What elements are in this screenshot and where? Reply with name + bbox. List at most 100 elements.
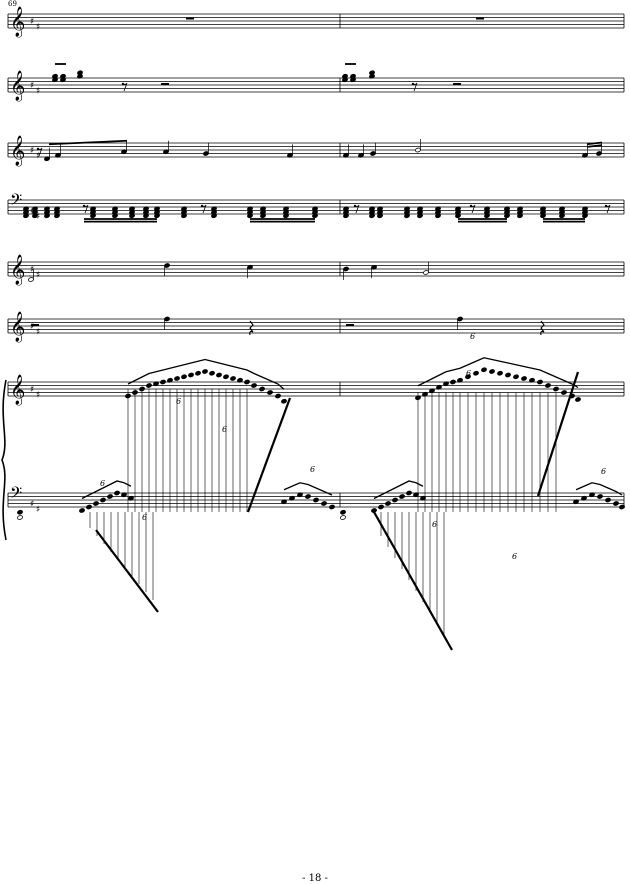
- note: [435, 206, 441, 212]
- sharp-icon: ♯: [30, 500, 34, 510]
- sharp-icon: ♯: [36, 212, 40, 222]
- notehead: [52, 77, 58, 83]
- tuplet-mark: 6: [142, 513, 147, 522]
- staff-5: 𝄞♯♯: [7, 254, 625, 286]
- notehead: [369, 206, 375, 212]
- note: [450, 379, 456, 385]
- notehead: [484, 213, 490, 219]
- note: [473, 370, 479, 376]
- sharp-icon: ♯: [30, 81, 34, 91]
- notehead: [385, 501, 391, 506]
- notehead: [436, 384, 442, 390]
- note: [481, 367, 487, 373]
- bass-clef-icon: 𝄢: [10, 191, 22, 213]
- notehead: [504, 213, 510, 219]
- rest-icon: [36, 147, 43, 157]
- notehead: [406, 490, 412, 496]
- note: [289, 495, 295, 501]
- sharp-icon: ♯: [30, 322, 34, 332]
- notehead: [540, 206, 546, 212]
- note: [107, 494, 113, 499]
- notehead: [521, 376, 527, 381]
- note: [163, 140, 169, 155]
- notehead: [79, 508, 85, 513]
- note: [121, 140, 127, 155]
- note: [247, 264, 253, 279]
- note: [385, 501, 391, 506]
- notehead: [343, 206, 349, 212]
- staff-8: 𝄢♯♯: [7, 484, 625, 515]
- note: [202, 369, 208, 374]
- quarter-rest: [249, 320, 254, 336]
- note: [513, 374, 519, 380]
- notehead: [267, 390, 273, 395]
- notehead: [329, 504, 335, 510]
- note: [216, 372, 222, 378]
- notehead: [181, 206, 187, 212]
- notehead: [209, 370, 215, 376]
- note: [247, 213, 253, 219]
- notehead: [237, 377, 243, 383]
- note: [575, 397, 581, 402]
- note: [369, 73, 375, 79]
- note: [406, 490, 412, 496]
- note: [343, 213, 349, 219]
- notehead: [420, 495, 426, 501]
- sharp-icon: ♯: [30, 146, 34, 156]
- note: [559, 213, 565, 219]
- notehead: [377, 206, 383, 212]
- notehead: [230, 376, 236, 381]
- rest-icon: [353, 204, 360, 214]
- notehead: [211, 213, 217, 219]
- note: [404, 206, 410, 212]
- cross-staff-beam: [95, 529, 159, 613]
- eighth-rest: [412, 82, 418, 92]
- notehead: [561, 390, 567, 395]
- tuplet-mark: 6: [601, 467, 606, 476]
- tuplet-mark: 6: [310, 465, 315, 474]
- notehead: [93, 501, 99, 506]
- note: [17, 509, 23, 515]
- sharp-icon: ♯: [36, 86, 40, 96]
- note: [93, 501, 99, 506]
- note: [413, 492, 419, 498]
- notehead: [153, 381, 159, 387]
- note: [287, 144, 293, 158]
- note: [561, 390, 567, 395]
- tuplet-mark: 6: [470, 332, 475, 341]
- notehead: [417, 206, 423, 212]
- note: [484, 213, 490, 219]
- note: [313, 497, 319, 503]
- treble-clef-icon: 𝄞: [10, 311, 25, 343]
- note: [457, 377, 463, 383]
- notehead: [504, 206, 510, 212]
- note: [377, 206, 383, 212]
- note: [559, 206, 565, 212]
- note: [435, 213, 441, 219]
- note: [143, 206, 149, 212]
- note: [54, 206, 60, 212]
- note: [121, 492, 127, 498]
- note: [573, 499, 579, 505]
- eighth-rest: [201, 204, 207, 214]
- note: [247, 206, 253, 212]
- note: [154, 213, 160, 219]
- notehead: [146, 383, 152, 388]
- notehead: [283, 213, 289, 219]
- rest-icon: [82, 204, 89, 214]
- notehead: [216, 372, 222, 378]
- cross-staff-beam: [536, 371, 580, 497]
- note: [521, 376, 527, 381]
- note: [589, 492, 595, 498]
- tuplet-mark: 6: [176, 397, 181, 406]
- piano-brace: [1, 379, 7, 541]
- notehead: [128, 495, 134, 501]
- notehead: [32, 206, 38, 212]
- notehead: [259, 386, 265, 392]
- note: [79, 508, 85, 513]
- notehead: [297, 492, 303, 498]
- notehead: [17, 515, 23, 520]
- note: [457, 316, 463, 330]
- notehead: [289, 495, 295, 501]
